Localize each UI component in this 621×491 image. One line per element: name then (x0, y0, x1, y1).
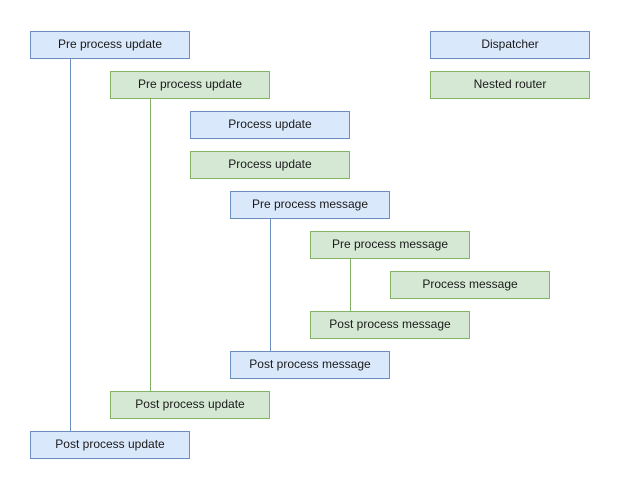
flow-node-n3[interactable]: Process update (190, 111, 350, 139)
connector-line-n1-to-n11 (70, 59, 71, 431)
flow-node-label: Post process update (135, 397, 245, 412)
legend-item-label: Dispatcher (481, 37, 539, 52)
connector-line-n6-to-n8 (350, 259, 351, 311)
connector-line-n5-to-n9 (270, 219, 271, 351)
flow-node-n4[interactable]: Process update (190, 151, 350, 179)
legend-item-nested-router[interactable]: Nested router (430, 71, 590, 99)
flow-node-label: Process update (228, 117, 312, 132)
flow-node-n10[interactable]: Post process update (110, 391, 270, 419)
connector-line-n2-to-n10 (150, 99, 151, 391)
legend-item-label: Nested router (473, 77, 547, 92)
flow-node-label: Post process update (55, 437, 165, 452)
flow-node-n1[interactable]: Pre process update (30, 31, 190, 59)
flow-node-label: Pre process message (251, 197, 369, 212)
flow-node-n7[interactable]: Process message (390, 271, 550, 299)
flow-node-n2[interactable]: Pre process update (110, 71, 270, 99)
flow-node-n5[interactable]: Pre process message (230, 191, 390, 219)
flow-node-label: Post process message (249, 357, 371, 372)
flow-node-label: Process message (422, 277, 518, 292)
flow-node-n8[interactable]: Post process message (310, 311, 470, 339)
legend-item-dispatcher[interactable]: Dispatcher (430, 31, 590, 59)
flow-node-n6[interactable]: Pre process message (310, 231, 470, 259)
flow-node-n9[interactable]: Post process message (230, 351, 390, 379)
flow-node-label: Post process message (329, 317, 451, 332)
flow-node-label: Pre process message (331, 237, 449, 252)
flow-node-label: Process update (228, 157, 312, 172)
flow-node-label: Pre process update (137, 77, 243, 92)
flow-node-label: Pre process update (57, 37, 163, 52)
flow-node-n11[interactable]: Post process update (30, 431, 190, 459)
